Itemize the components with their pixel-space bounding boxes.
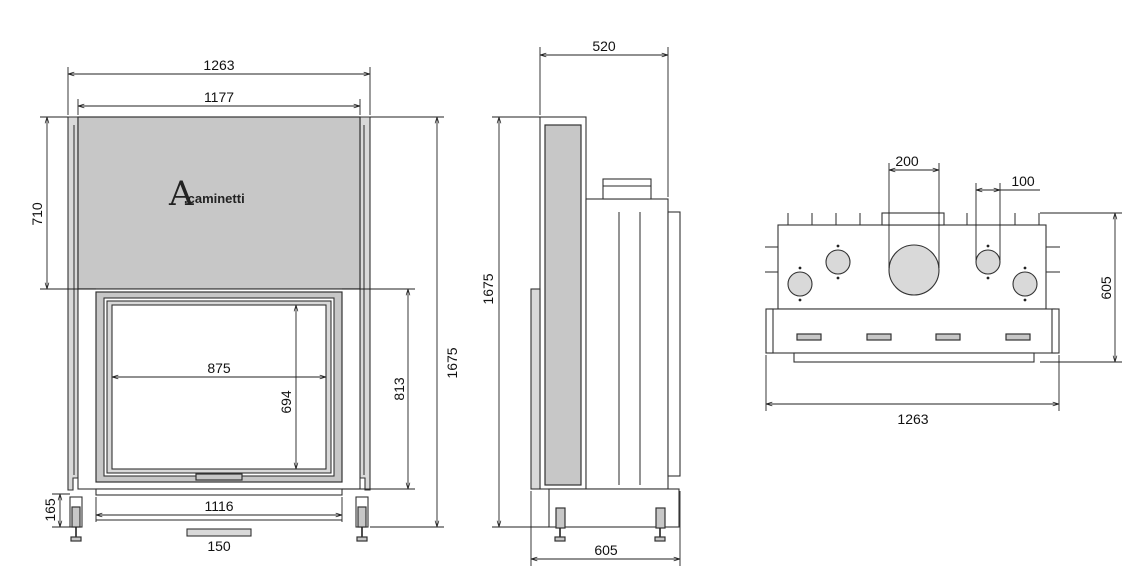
dim-air-inlet-diameter: 100 <box>975 173 1040 260</box>
front-hood-panel <box>77 116 361 290</box>
fixing-points <box>798 244 1027 302</box>
front-right-frame <box>359 116 371 491</box>
front-right-foot <box>355 496 369 542</box>
hole-left-inner <box>825 249 851 275</box>
side-total-height-label: 1675 <box>480 273 496 304</box>
top-right-flange <box>1051 308 1060 354</box>
dim-front-top-height: 710 <box>29 116 96 290</box>
hole-right-outer <box>1012 271 1038 297</box>
side-back-foot <box>654 507 666 542</box>
door-bottom-width-label: 1116 <box>204 498 233 514</box>
dim-door-height: 813 <box>342 288 415 490</box>
front-glass <box>111 304 327 470</box>
side-body <box>585 198 669 490</box>
logo-glyph: A <box>168 174 194 214</box>
top-flue-collar <box>881 212 945 226</box>
top-left-flange <box>765 308 774 354</box>
front-base <box>95 488 343 496</box>
dim-top-depth: 605 <box>1040 212 1122 363</box>
vent-3 <box>935 333 961 341</box>
vent-2 <box>866 333 892 341</box>
air-inlet <box>975 249 1001 275</box>
side-back-strip <box>667 211 681 477</box>
top-depth-label: 605 <box>1098 276 1114 300</box>
side-flue-collar <box>602 178 652 200</box>
logo-word: .caminetti <box>184 191 245 206</box>
air-inlet-diameter-label: 100 <box>1011 173 1035 189</box>
foot-height-label: 165 <box>42 498 58 522</box>
dim-door-bottom-width: 1116 <box>95 497 343 522</box>
hole-left-outer <box>787 271 813 297</box>
front-top-height-label: 710 <box>29 202 45 226</box>
front-overall-width-label: 1263 <box>203 57 234 73</box>
dim-glass-width: 875 <box>112 360 326 377</box>
front-panel-width-label: 1177 <box>204 89 234 105</box>
caminetti-logo: A .caminetti <box>168 174 245 214</box>
front-view: A .caminetti 1263 1177 710 875 <box>29 57 460 554</box>
dim-glass-height: 694 <box>278 305 296 469</box>
vent-1 <box>796 333 822 341</box>
dim-foot-height: 165 <box>42 493 70 528</box>
top-front-panel <box>769 308 1056 354</box>
top-front-lip <box>793 352 1035 363</box>
glass-height-label: 694 <box>278 390 294 414</box>
front-total-height-label: 1675 <box>444 347 460 378</box>
side-front-panel-inner <box>544 124 582 486</box>
top-view: 200 100 605 1263 <box>765 153 1122 427</box>
glass-width-label: 875 <box>207 360 231 376</box>
dim-side-depth: 520 <box>539 38 669 197</box>
top-edge-ticks <box>765 213 1060 273</box>
door-height-label: 813 <box>391 377 407 401</box>
vent-4 <box>1005 333 1031 341</box>
front-spigot <box>186 528 252 537</box>
spigot-width-label: 150 <box>207 538 231 554</box>
flue-diameter-label: 200 <box>895 153 919 169</box>
side-base-depth-label: 605 <box>594 542 618 558</box>
dim-flue-diameter: 200 <box>888 153 940 268</box>
dim-front-overall-width: 1263 <box>67 57 371 115</box>
dim-top-overall-width: 1263 <box>765 355 1060 427</box>
side-front-foot <box>554 507 566 542</box>
top-overall-width-label: 1263 <box>897 411 928 427</box>
front-left-foot <box>69 496 83 542</box>
side-depth-label: 520 <box>592 38 616 54</box>
dim-side-total-height: 1675 <box>480 116 549 528</box>
front-left-frame <box>67 116 79 491</box>
flue-outlet <box>888 244 940 296</box>
door-handle <box>195 473 243 481</box>
side-view: 520 1675 605 <box>480 38 681 566</box>
side-door-profile <box>530 288 541 490</box>
dim-spigot-width: 150 <box>207 538 231 554</box>
dim-front-panel-width: 1177 <box>77 89 361 115</box>
dim-front-total-height: 1675 <box>370 116 460 528</box>
dim-side-base-depth: 605 <box>530 491 681 566</box>
